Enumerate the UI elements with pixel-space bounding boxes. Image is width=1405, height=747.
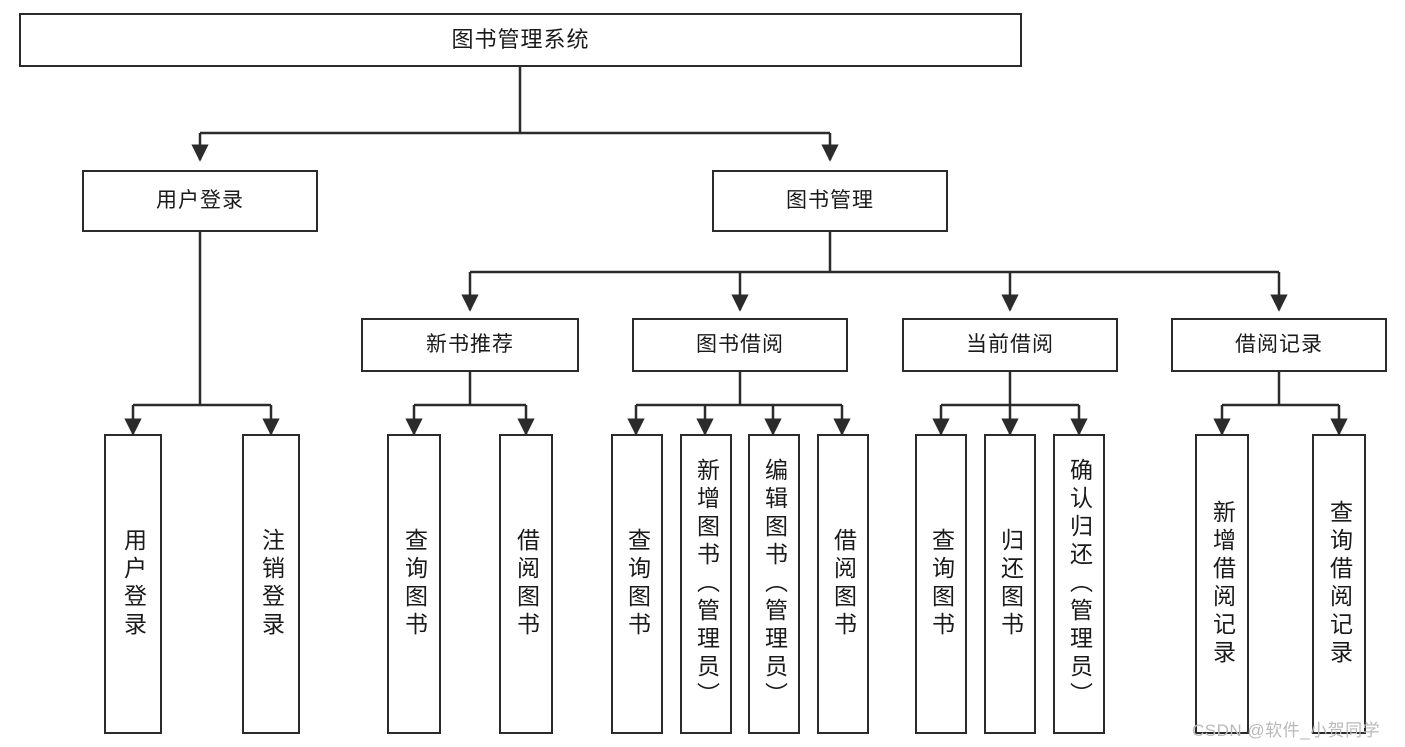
leaf-query-books-current[interactable]: 查询图书 bbox=[915, 434, 967, 734]
node-book-borrowing[interactable]: 图书借阅 bbox=[632, 318, 848, 372]
leaf-add-borrow-record[interactable]: 新增借阅记录 bbox=[1195, 434, 1249, 734]
node-label: 新增图书（管理员） bbox=[693, 458, 720, 710]
node-borrow-records[interactable]: 借阅记录 bbox=[1171, 318, 1387, 372]
leaf-query-books-recommend[interactable]: 查询图书 bbox=[387, 434, 441, 734]
node-root-book-management-system[interactable]: 图书管理系统 bbox=[19, 13, 1022, 67]
node-label: 新增借阅记录 bbox=[1209, 500, 1236, 668]
leaf-confirm-return-admin[interactable]: 确认归还（管理员） bbox=[1053, 434, 1105, 734]
leaf-query-borrow-record[interactable]: 查询借阅记录 bbox=[1312, 434, 1366, 734]
node-book-management[interactable]: 图书管理 bbox=[712, 170, 948, 232]
node-label: 编辑图书（管理员） bbox=[761, 458, 788, 710]
node-label: 查询图书 bbox=[928, 528, 955, 640]
node-label: 用户登录 bbox=[120, 528, 147, 640]
node-label: 归还图书 bbox=[997, 528, 1024, 640]
node-label: 查询图书 bbox=[624, 528, 651, 640]
node-new-book-recommendation[interactable]: 新书推荐 bbox=[361, 318, 579, 372]
leaf-add-book-admin[interactable]: 新增图书（管理员） bbox=[680, 434, 732, 734]
leaf-query-books-borrow[interactable]: 查询图书 bbox=[611, 434, 663, 734]
node-label: 用户登录 bbox=[156, 189, 244, 213]
leaf-borrow-books-recommend[interactable]: 借阅图书 bbox=[499, 434, 553, 734]
leaf-edit-book-admin[interactable]: 编辑图书（管理员） bbox=[748, 434, 800, 734]
node-label: 借阅图书 bbox=[513, 528, 540, 640]
node-current-borrowing[interactable]: 当前借阅 bbox=[902, 318, 1118, 372]
node-user-login[interactable]: 用户登录 bbox=[82, 170, 318, 232]
leaf-user-login[interactable]: 用户登录 bbox=[104, 434, 162, 734]
node-label: 新书推荐 bbox=[426, 333, 514, 357]
node-label: 查询借阅记录 bbox=[1326, 500, 1353, 668]
node-label: 当前借阅 bbox=[966, 333, 1054, 357]
node-label: 查询图书 bbox=[401, 528, 428, 640]
node-label: 图书借阅 bbox=[696, 333, 784, 357]
leaf-borrow-books[interactable]: 借阅图书 bbox=[817, 434, 869, 734]
node-label: 图书管理 bbox=[786, 189, 874, 213]
node-label: 图书管理系统 bbox=[451, 26, 590, 52]
leaf-return-books[interactable]: 归还图书 bbox=[984, 434, 1036, 734]
leaf-logout[interactable]: 注销登录 bbox=[242, 434, 300, 734]
node-label: 借阅图书 bbox=[830, 528, 857, 640]
node-label: 确认归还（管理员） bbox=[1066, 458, 1093, 710]
node-label: 注销登录 bbox=[258, 528, 285, 640]
node-label: 借阅记录 bbox=[1235, 333, 1323, 357]
csdn-watermark: CSDN @软件_小贺同学 bbox=[1192, 721, 1381, 740]
